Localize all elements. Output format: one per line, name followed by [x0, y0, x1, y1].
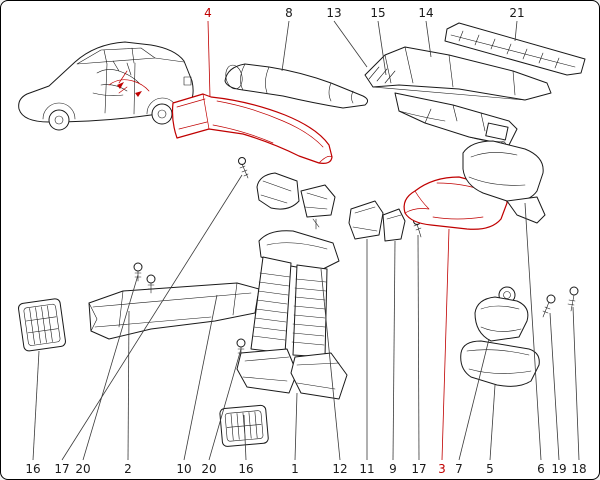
adapter-9: [382, 208, 406, 242]
callout-bottom-19[interactable]: 19: [551, 462, 567, 476]
callout-bottom-6[interactable]: 6: [537, 462, 545, 476]
screw-18: [567, 286, 579, 312]
callout-bottom-5[interactable]: 5: [486, 462, 494, 476]
duct-5: [460, 340, 540, 387]
callout-top-13[interactable]: 13: [326, 6, 342, 20]
leader-lines: [32, 20, 580, 461]
duct-4-highlighted: [171, 93, 333, 164]
floor-duct-left: [88, 282, 260, 340]
crossmember-assembly: [364, 46, 552, 149]
callout-top-21[interactable]: 21: [509, 6, 525, 20]
screw-19: [542, 294, 556, 318]
callout-bottom-17[interactable]: 17: [54, 462, 70, 476]
callout-bottom-20[interactable]: 20: [201, 462, 217, 476]
clip-fastener-b: [146, 274, 156, 294]
callout-bottom-1[interactable]: 1: [291, 462, 299, 476]
vent-grille-left: [18, 298, 66, 352]
callout-top-14[interactable]: 14: [418, 6, 434, 20]
car-sketch: [18, 41, 194, 131]
adapter-11: [348, 200, 384, 240]
demister-duct-8: [224, 63, 369, 109]
callout-bottom-3[interactable]: 3: [438, 462, 446, 476]
callout-top-15[interactable]: 15: [370, 6, 386, 20]
callout-top-4[interactable]: 4: [204, 6, 212, 20]
callout-bottom-7[interactable]: 7: [455, 462, 463, 476]
connector-parts-center: [256, 172, 336, 230]
callout-bottom-10[interactable]: 10: [176, 462, 192, 476]
screw-17-left: [238, 157, 249, 179]
callout-bottom-11[interactable]: 11: [359, 462, 375, 476]
callout-top-8[interactable]: 8: [285, 6, 293, 20]
callout-bottom-16[interactable]: 16: [25, 462, 41, 476]
callout-bottom-2[interactable]: 2: [124, 462, 132, 476]
elbow-7: [474, 286, 529, 342]
scuttle-panel-21: [444, 22, 586, 76]
vent-grille-bottom: [219, 404, 269, 447]
clip-fastener-a: [133, 262, 143, 282]
callout-bottom-20[interactable]: 20: [75, 462, 91, 476]
center-console-duct: [236, 230, 348, 400]
callout-bottom-12[interactable]: 12: [332, 462, 348, 476]
callout-bottom-16[interactable]: 16: [238, 462, 254, 476]
callout-bottom-17[interactable]: 17: [411, 462, 427, 476]
duct-6-assembly: [462, 140, 546, 224]
callout-bottom-9[interactable]: 9: [389, 462, 397, 476]
callout-bottom-18[interactable]: 18: [571, 462, 587, 476]
